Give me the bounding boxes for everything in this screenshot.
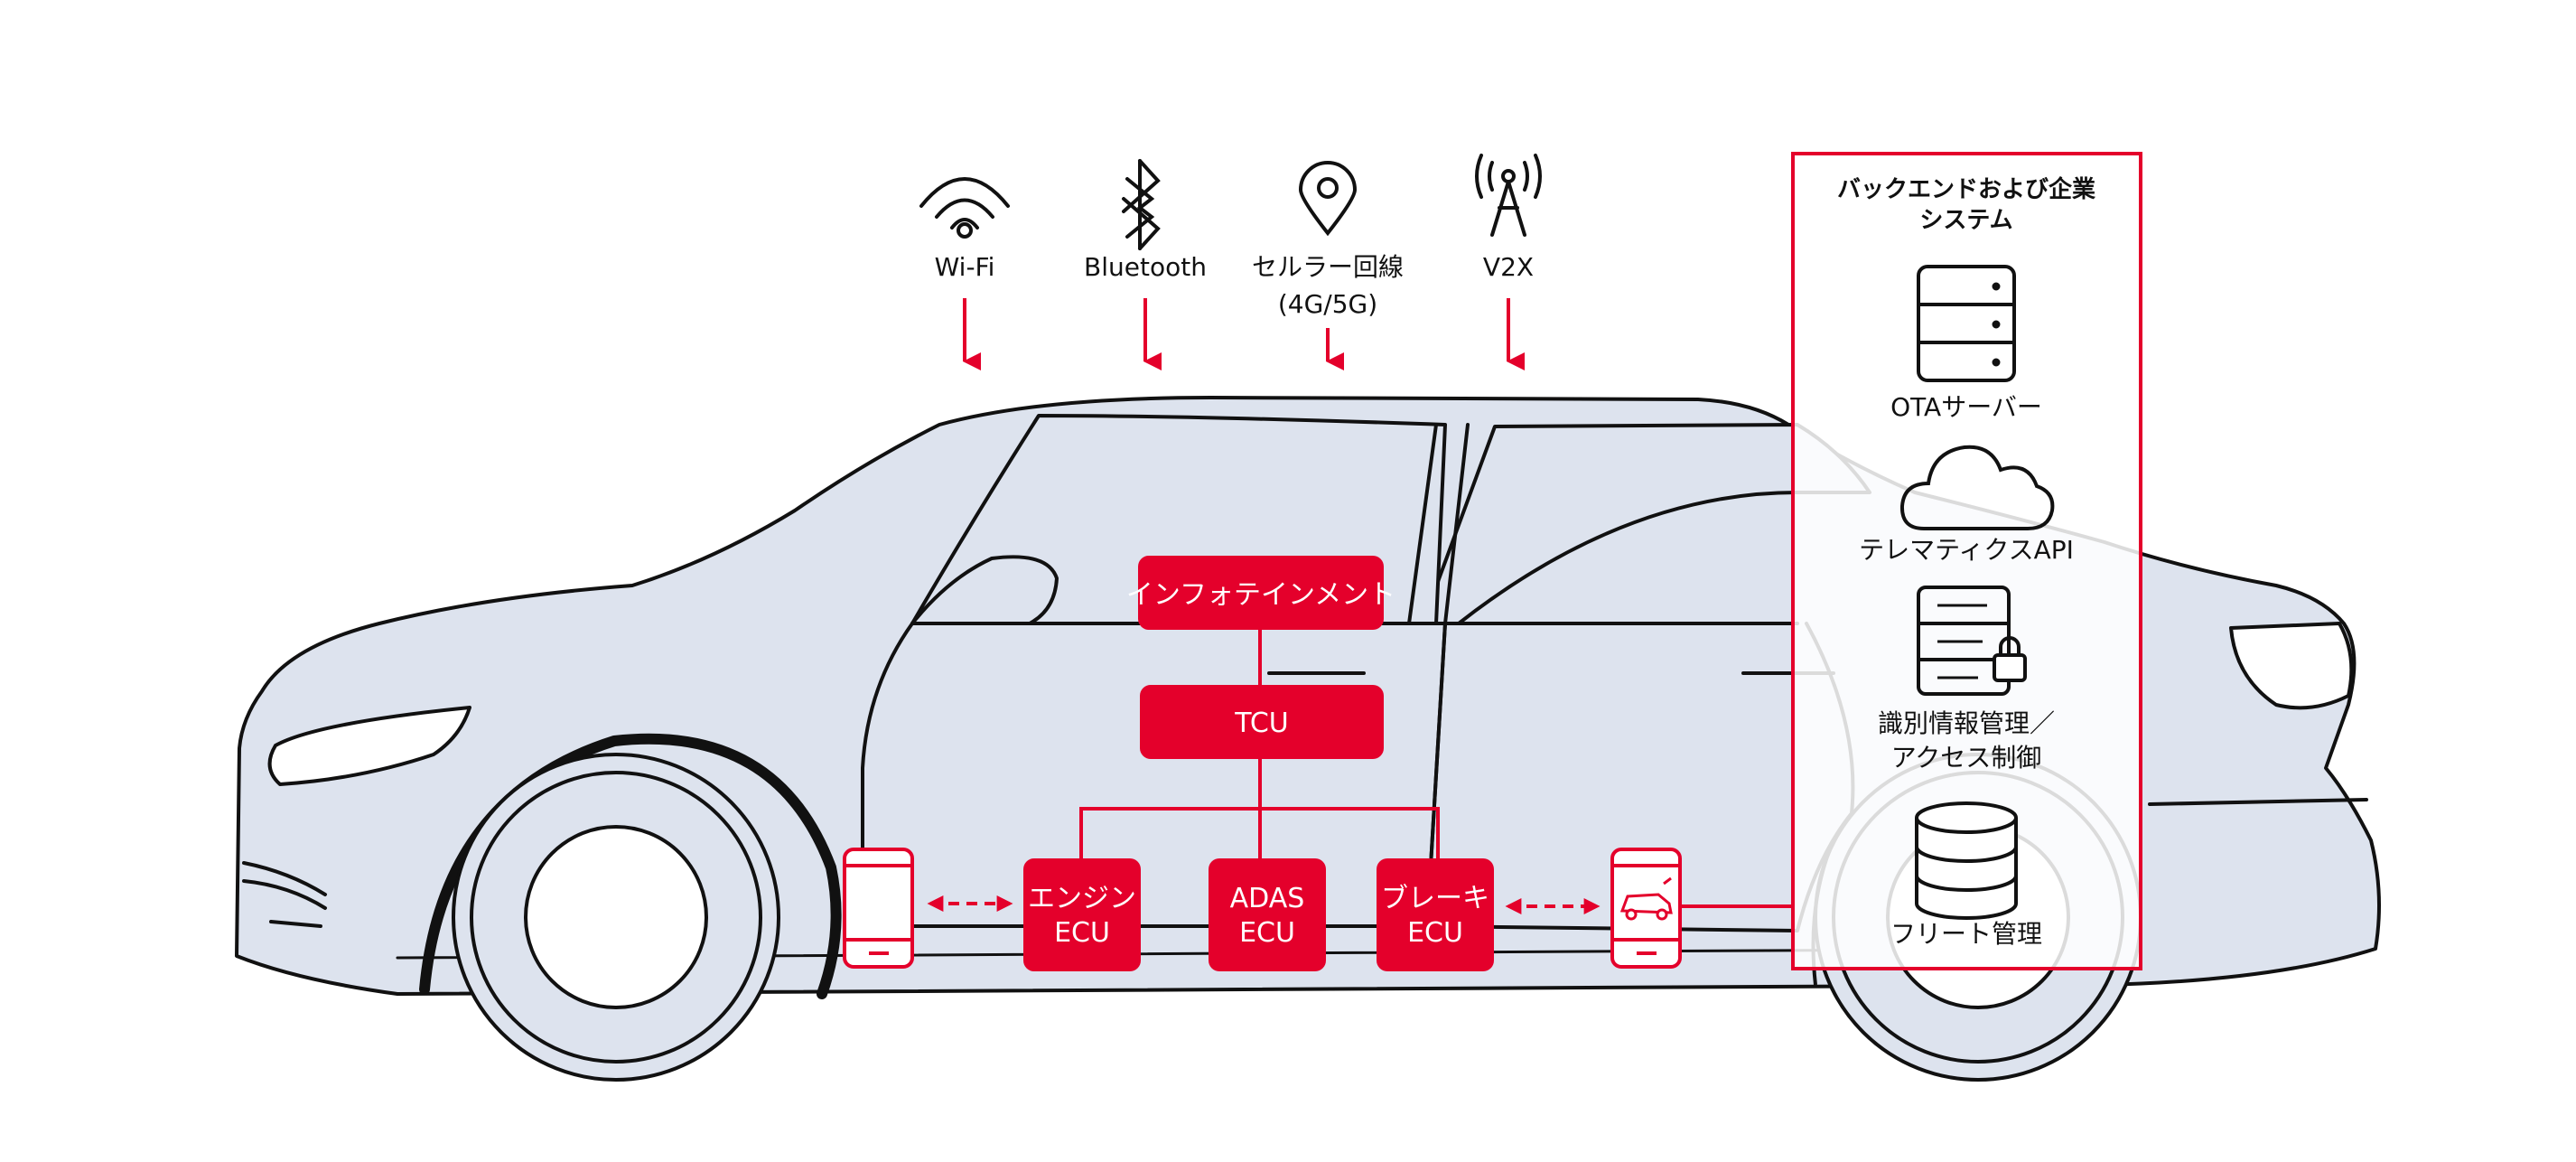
connectivity-row (919, 154, 1542, 250)
smartphone-icon (843, 848, 914, 969)
engine-ecu-box: エンジン ECU (1023, 858, 1141, 971)
taillight (2229, 622, 2354, 710)
device-links (927, 895, 1793, 914)
fleet-management-label: フリート管理 (1890, 919, 2042, 949)
backend-title-line1: バックエンドおよび企業 (1837, 175, 2095, 203)
brake-ecu-box: ブレーキ ECU (1377, 858, 1494, 971)
cloud-icon (1899, 445, 2055, 530)
v2x-label: V2X (1483, 252, 1534, 282)
cellular-label: セルラー回線 (1252, 252, 1404, 282)
location-pin-icon (1298, 161, 1358, 237)
tcu-box: TCU (1140, 685, 1384, 759)
database-icon (1915, 801, 2018, 920)
adas-ecu-box: ADAS ECU (1209, 858, 1326, 971)
connectivity-arrows (963, 298, 1525, 370)
identity-access-label-2: アクセス制御 (1891, 743, 2042, 773)
wifi-label: Wi-Fi (935, 252, 995, 282)
telematics-api-label: テレマティクスAPI (1859, 535, 2074, 565)
brake-ecu-label-1: ブレーキ (1381, 883, 1489, 914)
front-wheel (452, 753, 780, 1082)
antenna-icon (1475, 154, 1542, 237)
wifi-icon (919, 177, 1010, 239)
adas-ecu-label-2: ECU (1239, 917, 1295, 949)
server-rack-icon (1917, 265, 2016, 382)
backend-panel: バックエンドおよび企業 システム OTAサーバー テレマティクスAPI (1791, 152, 2142, 970)
server-lock-icon (1917, 586, 2027, 696)
engine-ecu-label-1: エンジン (1028, 883, 1136, 914)
adas-ecu-label-1: ADAS (1230, 883, 1305, 914)
brake-ecu-label-2: ECU (1407, 917, 1463, 949)
ota-server-label: OTAサーバー (1890, 392, 2042, 422)
smartphone-car-icon (1610, 848, 1682, 969)
cellular-sublabel: (4G/5G) (1278, 289, 1377, 319)
identity-access-label-1: 識別情報管理／ (1878, 708, 2055, 738)
headlight (267, 706, 471, 786)
ecu-connectors (1079, 628, 1440, 858)
bluetooth-icon (1122, 159, 1161, 250)
engine-ecu-label-2: ECU (1054, 917, 1110, 949)
infotainment-box: インフォテインメント (1126, 556, 1395, 630)
backend-title-line2: システム (1919, 207, 2012, 234)
bluetooth-label: Bluetooth (1084, 252, 1207, 282)
infotainment-label: インフォテインメント (1126, 579, 1395, 611)
tcu-label: TCU (1234, 708, 1288, 739)
